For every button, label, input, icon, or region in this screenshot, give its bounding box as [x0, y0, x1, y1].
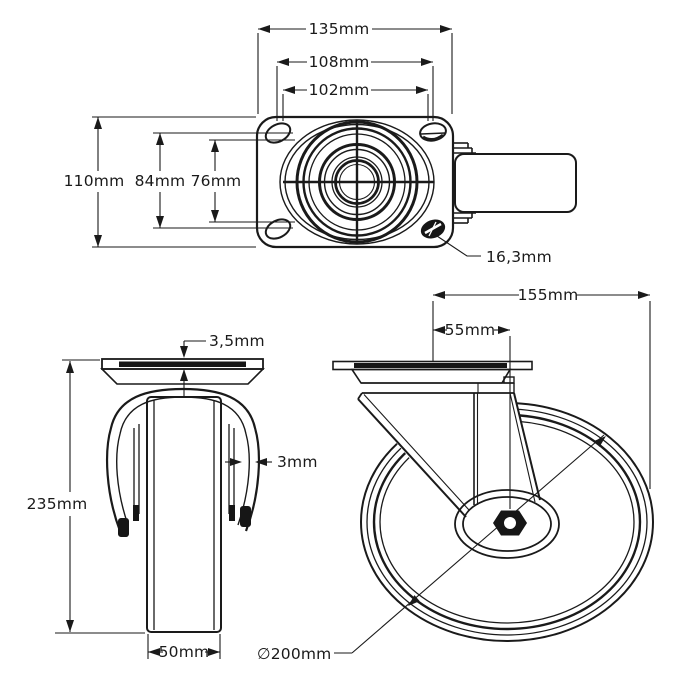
dim-bolt-hole-size: 16,3mm	[436, 235, 552, 266]
dim-label-76mm: 76mm	[191, 172, 242, 190]
side-view: ∅200mm 155mm 55mm	[257, 286, 654, 663]
dim-label-135mm: 135mm	[309, 20, 370, 38]
dim-fork-thickness: 3mm	[225, 453, 318, 471]
dim-overall-width: 135mm	[257, 20, 453, 114]
dim-label-3mm: 3mm	[277, 453, 318, 471]
dim-label-155mm: 155mm	[518, 286, 579, 304]
dim-label-200mm: ∅200mm	[257, 645, 332, 663]
wheel-front-outline	[146, 396, 222, 633]
dim-bolt-spacing-w: 108mm	[276, 53, 434, 121]
dim-slot-spacing-d: 76mm	[191, 139, 295, 223]
dim-label-16-3mm: 16,3mm	[486, 248, 552, 266]
axle-ends	[118, 505, 251, 537]
dim-overall-length: 155mm	[432, 286, 651, 489]
side-caster-part	[332, 360, 560, 559]
bolt-hole-top-left	[264, 122, 292, 144]
fork-side-body	[358, 393, 541, 530]
dim-label-108mm: 108mm	[309, 53, 370, 71]
top-view: 135mm 108mm 102mm	[64, 20, 577, 266]
dim-label-110mm: 110mm	[64, 172, 125, 190]
hub-ring-inner	[462, 496, 552, 552]
hub-ring-outer	[454, 489, 560, 559]
dim-label-3-5mm: 3,5mm	[209, 332, 265, 350]
dim-overall-height: 235mm	[27, 359, 145, 634]
front-caster-part	[100, 358, 265, 633]
dim-overall-depth: 110mm	[64, 116, 256, 248]
bolt-hole-bottom-right-screw	[420, 219, 446, 239]
bolt-hole-bottom-left	[264, 218, 292, 240]
dim-label-235mm: 235mm	[27, 495, 88, 513]
dim-bolt-spacing-d: 84mm	[135, 132, 293, 229]
top-plate	[255, 115, 577, 249]
dim-swivel-offset: 55mm	[433, 321, 511, 509]
front-view: 3,5mm 3mm 235mm 50mm	[27, 332, 318, 661]
dim-label-55mm: 55mm	[445, 321, 496, 339]
axle-nut	[493, 510, 527, 536]
wheel-top-outline	[453, 142, 577, 224]
dim-wheel-width: 50mm	[147, 634, 221, 661]
dim-label-50mm: 50mm	[159, 643, 210, 661]
fork-outer-edge	[105, 387, 261, 532]
swivel-bearing-rings	[279, 119, 435, 245]
dim-slot-spacing-w: 102mm	[282, 81, 429, 121]
dim-wheel-diameter: ∅200mm	[257, 434, 606, 663]
dim-plate-thickness: 3,5mm	[180, 332, 265, 396]
dim-label-84mm: 84mm	[135, 172, 186, 190]
dim-label-102mm: 102mm	[309, 81, 370, 99]
